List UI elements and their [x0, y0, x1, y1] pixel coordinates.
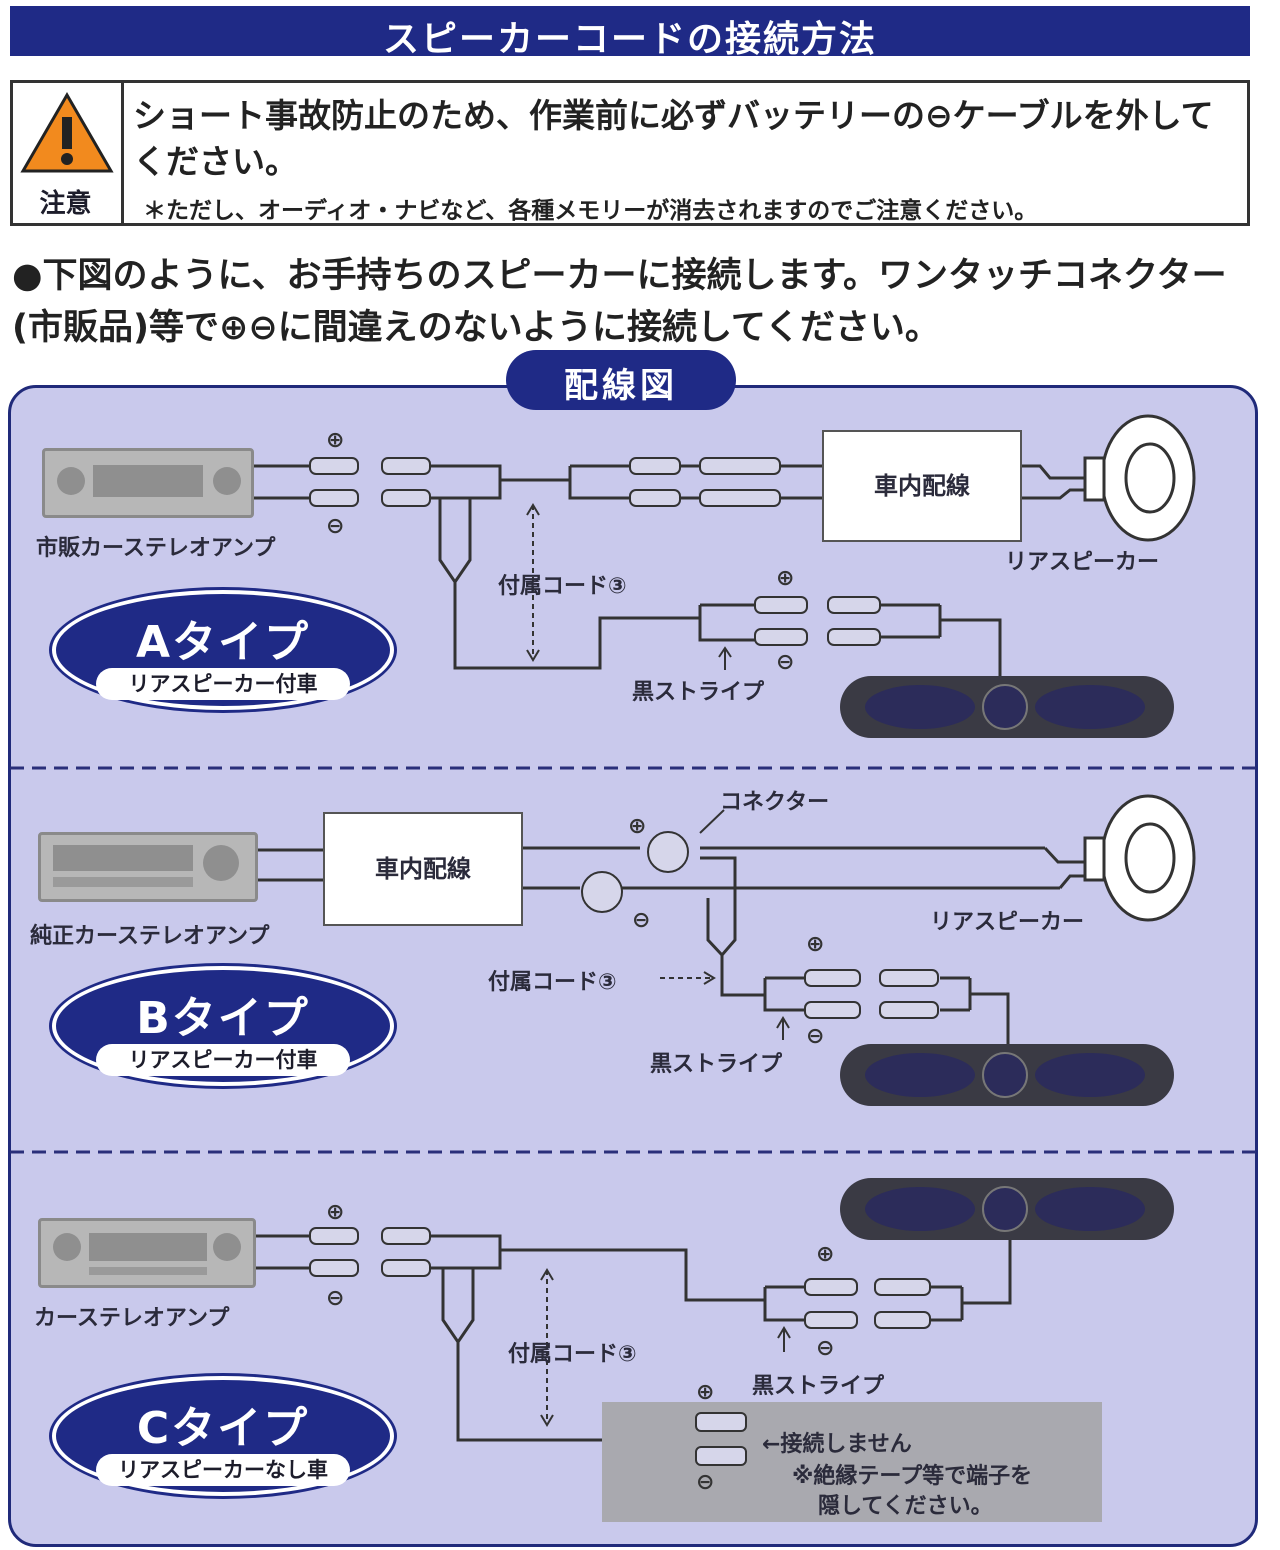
connector-male	[879, 969, 939, 987]
connector-female	[309, 1227, 359, 1245]
car-stereo-amp-b	[38, 832, 258, 902]
type-c-badge: Cタイプ リアスピーカーなし車	[52, 1376, 394, 1496]
type-c-label: Cタイプ	[136, 1403, 310, 1454]
amp-label-c: カーステレオアンプ	[34, 1306, 230, 1331]
type-b-badge: Bタイプ リアスピーカー付車	[52, 966, 394, 1086]
amp-label-b: 純正カーステレオアンプ	[30, 924, 270, 949]
type-c-sublabel: リアスピーカーなし車	[96, 1454, 350, 1486]
type-a-label: Aタイプ	[135, 617, 311, 668]
connector-label-b: コネクター	[720, 790, 830, 815]
page-title: スピーカーコードの接続方法	[382, 19, 877, 60]
plus-symbol: ⊕	[806, 932, 825, 957]
cord-label-c: 付属コード③	[508, 1342, 637, 1367]
type-a-sublabel: リアスピーカー付車	[96, 668, 350, 700]
no-connect-label: ←接続しません	[762, 1432, 912, 1457]
insulate-note-1: ※絶縁テープ等で端子を	[792, 1464, 1033, 1489]
type-a-badge: Aタイプ リアスピーカー付車	[52, 590, 394, 710]
minus-symbol: ⊖	[326, 514, 345, 539]
cord-label-b: 付属コード③	[488, 970, 617, 995]
plus-symbol: ⊕	[776, 566, 795, 591]
minus-symbol: ⊖	[326, 1286, 345, 1311]
caution-main-text: ショート事故防止のため、作業前に必ずバッテリーの⊖ケーブルを外してください。	[133, 96, 1214, 181]
caution-icon-cell: 注意	[13, 83, 124, 223]
plus-symbol: ⊕	[696, 1380, 715, 1405]
stripe-label-a: 黒ストライプ	[632, 680, 765, 705]
diagram-title-pill: 配線図	[506, 350, 736, 410]
minus-symbol: ⊖	[632, 908, 651, 933]
amp-label-a: 市販カーステレオアンプ	[36, 536, 276, 561]
connector-female	[804, 1278, 858, 1296]
caution-box: 注意 ショート事故防止のため、作業前に必ずバッテリーの⊖ケーブルを外してください…	[10, 80, 1250, 226]
connector-male	[827, 628, 881, 646]
minus-symbol: ⊖	[816, 1336, 835, 1361]
warning-icon	[20, 92, 114, 173]
plus-symbol: ⊕	[326, 1200, 345, 1225]
rear-speaker-a	[1083, 414, 1196, 542]
type-b-sublabel: リアスピーカー付車	[96, 1044, 350, 1076]
vehicle-wiring-box-b: 車内配線	[323, 812, 523, 926]
rear-speaker-label-b: リアスピーカー	[930, 910, 1085, 935]
connector-male	[381, 1227, 431, 1245]
connector-female	[754, 596, 808, 614]
cord-label-a: 付属コード③	[498, 574, 627, 599]
plus-symbol: ⊕	[326, 428, 345, 453]
connector-female	[804, 1311, 858, 1329]
connector-female	[309, 457, 359, 475]
minus-symbol: ⊖	[776, 650, 795, 675]
intro-text: ●下図のように、お手持ちのスピーカーに接続します。ワンタッチコネクター(市販品)…	[12, 256, 1227, 348]
minus-symbol: ⊖	[696, 1470, 715, 1495]
connector-male	[874, 1311, 931, 1329]
caution-label: 注意	[39, 189, 92, 219]
rear-speaker-b	[1083, 794, 1196, 922]
plus-symbol: ⊕	[628, 814, 647, 839]
plus-symbol: ⊕	[816, 1242, 835, 1267]
connector-female	[695, 1446, 747, 1466]
insulate-note-2: 隠してください。	[818, 1494, 993, 1519]
stripe-label-b: 黒ストライプ	[650, 1052, 783, 1077]
connector-male	[874, 1278, 931, 1296]
connector-male	[827, 596, 881, 614]
no-connect-box	[602, 1402, 1102, 1522]
vehicle-wiring-box-a: 車内配線	[822, 430, 1022, 542]
connector-female	[629, 489, 681, 507]
rear-speaker-label-a: リアスピーカー	[1005, 550, 1160, 575]
connector-female	[309, 1259, 359, 1277]
stripe-label-c: 黒ストライプ	[752, 1374, 885, 1399]
connector-female	[309, 489, 359, 507]
round-connector	[581, 871, 623, 913]
minus-symbol: ⊖	[806, 1024, 825, 1049]
connector-female	[695, 1412, 747, 1432]
bar-speaker-b	[840, 1044, 1174, 1106]
bar-speaker-c	[840, 1178, 1174, 1240]
title-bar: スピーカーコードの接続方法	[10, 6, 1250, 60]
connector-male	[699, 457, 781, 475]
type-b-label: Bタイプ	[136, 993, 310, 1044]
diagram-title: 配線図	[564, 366, 678, 406]
connector-female	[804, 1001, 861, 1019]
caution-note-text: ＊ただし、オーディオ・ナビなど、各種メモリーが消去されますのでご注意ください。	[143, 198, 1038, 224]
car-stereo-amp-c	[38, 1218, 256, 1288]
connector-female	[629, 457, 681, 475]
round-connector	[647, 831, 689, 873]
car-stereo-amp-a	[42, 448, 254, 518]
connector-male	[381, 457, 431, 475]
connector-male	[381, 1259, 431, 1277]
bar-speaker-a	[840, 676, 1174, 738]
connector-male	[879, 1001, 939, 1019]
connector-male	[699, 489, 781, 507]
connector-female	[754, 628, 808, 646]
connector-female	[804, 969, 861, 987]
connector-male	[381, 489, 431, 507]
